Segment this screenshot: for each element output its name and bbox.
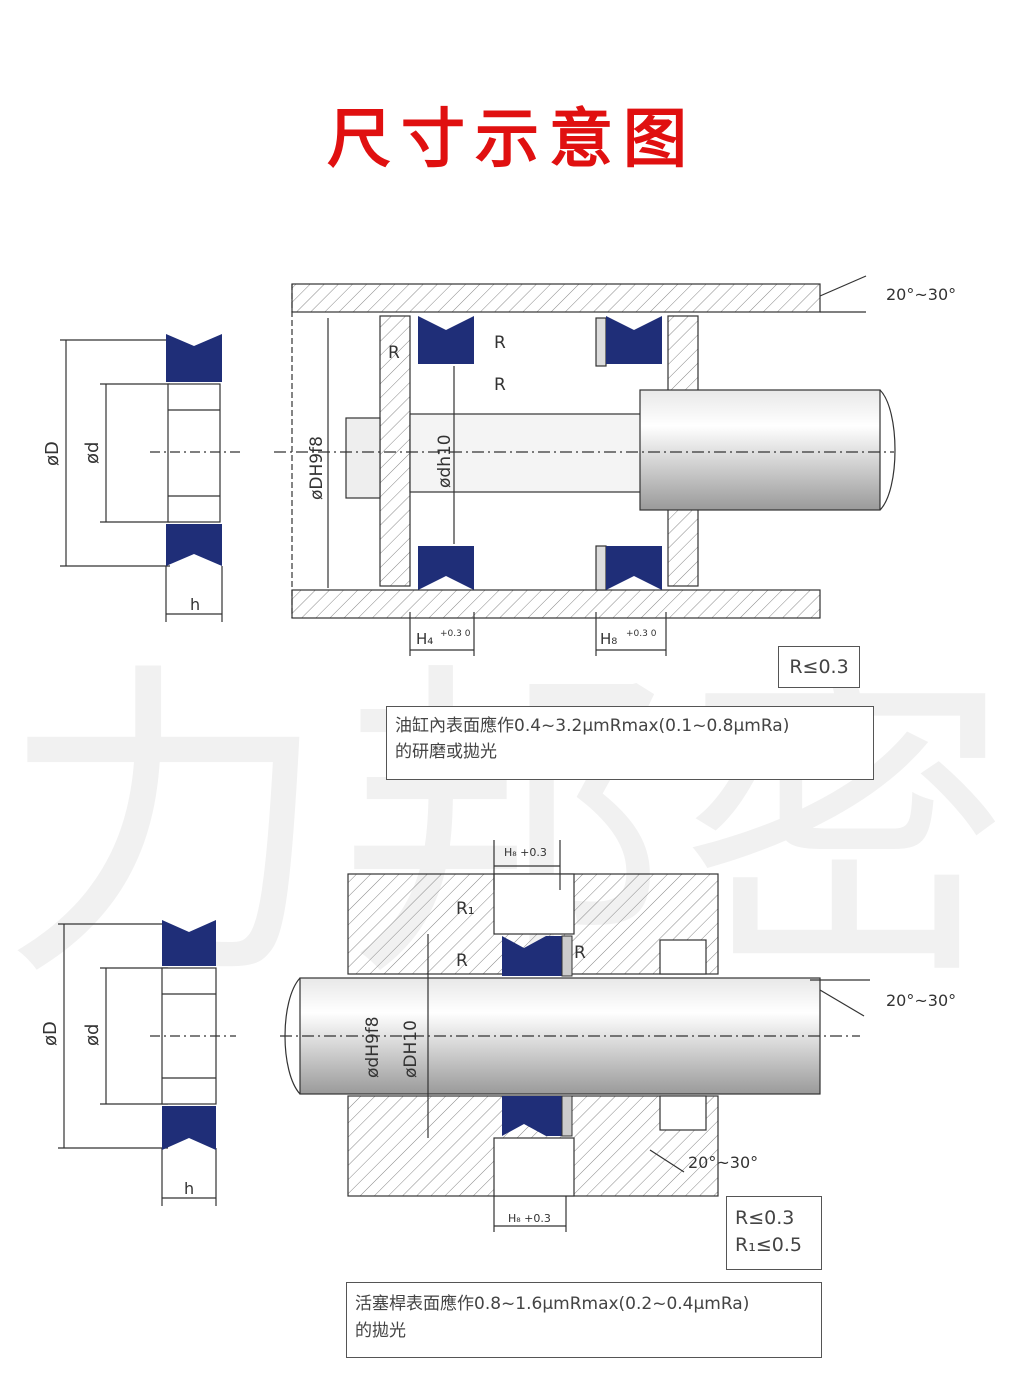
rod-seal-bottom: [502, 1096, 562, 1136]
note2-line2: 的拋光: [355, 1321, 406, 1341]
cylinder-assembly: [274, 275, 896, 656]
cylinder-seal-br: [606, 546, 662, 590]
dim-D-label-2: øD: [40, 1021, 61, 1046]
bore-dim-label: øDH9f8: [307, 436, 327, 500]
radius-spec-box-2: R≤0.3 R₁≤0.5: [726, 1196, 822, 1270]
rod-dim-label-2: ødH9f8: [363, 1016, 383, 1078]
rod-seal-backup-top: [561, 935, 573, 977]
seal-profile-bottom-2: [162, 1106, 216, 1150]
seal-profile-top-2: [162, 920, 216, 966]
bore-dim-label-2: øDH10: [401, 1020, 421, 1078]
note1-line1: 油缸內表面應作0.4~3.2μmRmax(0.1~0.8μmRa): [395, 716, 790, 736]
angle-label-2-bottom: 20°~30°: [688, 1153, 758, 1172]
HB-label: H₈: [600, 630, 617, 648]
rod-seal-top: [502, 936, 562, 976]
cylinder-seal-bl: [418, 546, 474, 590]
note2-line1: 活塞桿表面應作0.8~1.6μmRmax(0.2~0.4μmRa): [355, 1294, 750, 1314]
dim-D-label-1: øD: [42, 441, 63, 466]
radius-label-b: R: [494, 333, 506, 353]
cylinder-seal-tl: [418, 316, 474, 364]
radius-R-label-b: R: [574, 943, 586, 963]
H-label-bottom: H₈ +0.3: [508, 1212, 551, 1225]
angle-label-1: 20°~30°: [886, 285, 956, 304]
dim-h-label-1: h: [190, 595, 200, 614]
H4-tolerance: +0.3 0: [440, 629, 471, 639]
radius-R1-label: R₁: [456, 899, 475, 919]
seal-section-2: [58, 923, 236, 1206]
page-title: 尺寸示意图: [327, 102, 697, 177]
radius-R-label-a: R: [456, 951, 468, 971]
H4-label: H₄: [416, 630, 433, 648]
H-label-top: H₈ +0.3: [504, 846, 547, 859]
dim-d-label-1: ød: [82, 442, 103, 464]
radius-spec-2a: R≤0.3: [735, 1207, 795, 1229]
dim-h-label-2: h: [184, 1179, 194, 1198]
radius-spec-1: R≤0.3: [789, 656, 849, 678]
HB-tolerance: +0.3 0: [626, 629, 657, 639]
radius-label-c: R: [494, 375, 506, 395]
rod-assembly: [280, 840, 870, 1232]
surface-note-2: 活塞桿表面應作0.8~1.6μmRmax(0.2~0.4μmRa) 的拋光: [346, 1282, 822, 1358]
radius-spec-2b: R₁≤0.5: [735, 1234, 802, 1256]
angle-label-2-top: 20°~30°: [886, 991, 956, 1010]
seal-profile-top-1: [166, 334, 222, 382]
radius-spec-box-1: R≤0.3: [778, 646, 860, 688]
cylinder-seal-tr: [606, 316, 662, 364]
dim-d-label-2: ød: [82, 1024, 103, 1046]
rod-seal-backup-bottom: [561, 1095, 573, 1137]
surface-note-1: 油缸內表面應作0.4~3.2μmRmax(0.1~0.8μmRa) 的研磨或拋光: [386, 706, 874, 780]
radius-label-a: R: [388, 343, 400, 363]
seal-profile-bottom-1: [166, 524, 222, 566]
seal-section-1: [60, 339, 240, 622]
note1-line2: 的研磨或拋光: [395, 742, 497, 762]
rod-dim-label: ødh10: [435, 434, 455, 488]
